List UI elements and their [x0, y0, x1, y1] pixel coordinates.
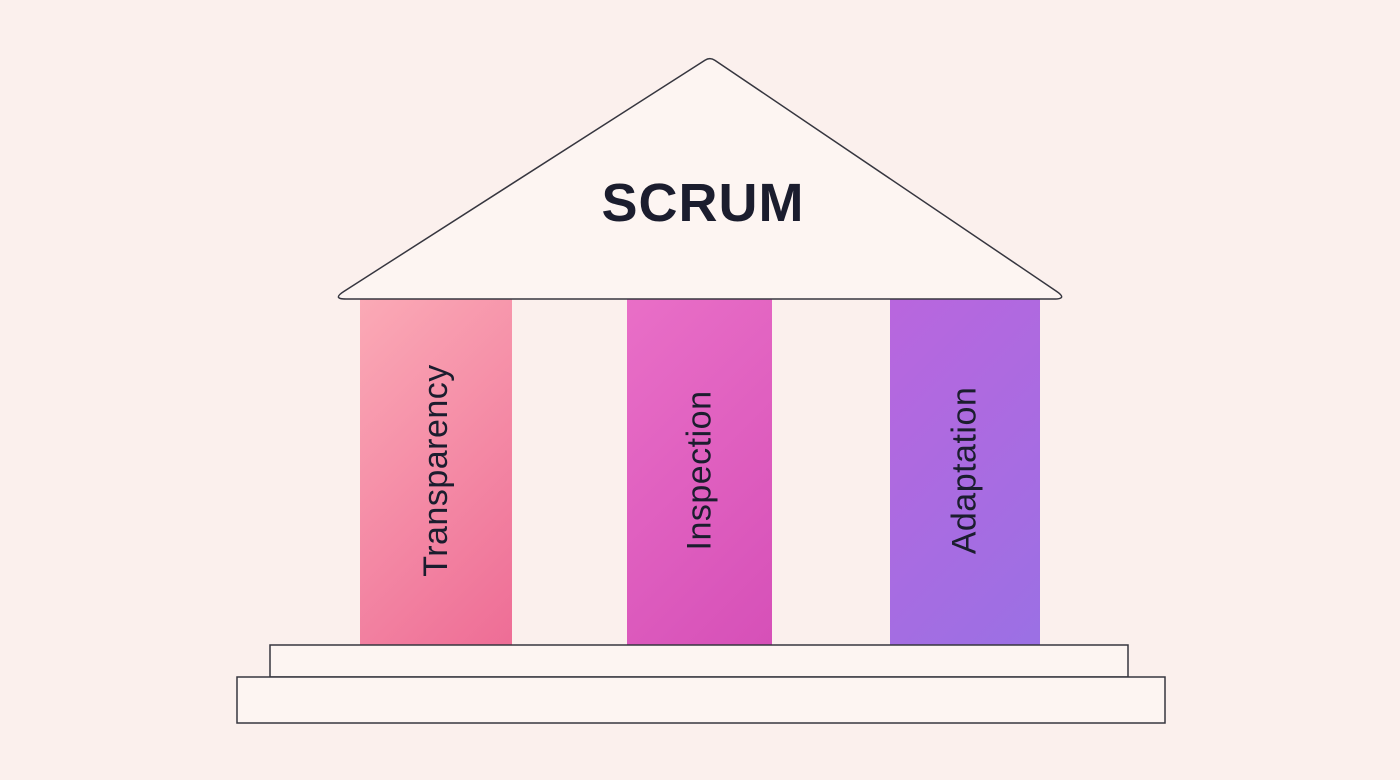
pillar-transparency-label: Transparency: [416, 364, 455, 577]
pillar-inspection-label: Inspection: [680, 390, 718, 551]
scrum-title: SCRUM: [601, 173, 805, 233]
base-step-lower: [236, 676, 1166, 724]
base-step-upper: [269, 644, 1129, 678]
pillar-adaptation: Adaptation: [890, 296, 1040, 645]
pillar-transparency: Transparency: [360, 296, 512, 645]
pillar-adaptation-label: Adaptation: [945, 386, 984, 555]
pillar-inspection: Inspection: [627, 296, 772, 645]
